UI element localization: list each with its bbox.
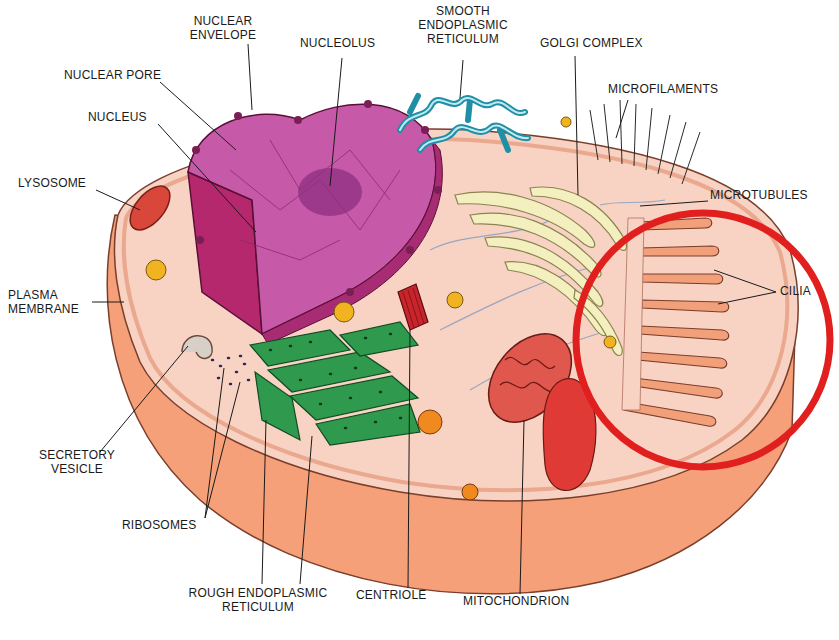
centriole-lines: [403, 288, 424, 328]
part-label: PLASMA MEMBRANE: [8, 288, 94, 316]
plasma-membrane-edge: [124, 139, 787, 490]
part-label: CILIA: [780, 284, 830, 298]
part-label: LYSOSOME: [18, 176, 108, 190]
cilium: [638, 352, 727, 368]
nuclear-pore: [234, 112, 242, 120]
part-label: MITOCHONDRION: [463, 594, 603, 608]
vesicle: [418, 410, 442, 434]
cilium: [642, 274, 723, 284]
leader-line: [92, 44, 776, 594]
nucleus-top: [188, 104, 436, 334]
lysosome: [123, 179, 178, 237]
free-ribosomes: [212, 356, 249, 384]
part-label: GOLGI COMPLEX: [540, 36, 670, 50]
cilium: [642, 300, 729, 312]
vesicle: [462, 484, 478, 500]
ribosome-dots: [270, 334, 401, 428]
vesicle: [146, 260, 166, 280]
cilium: [640, 246, 719, 256]
chromatin: [230, 140, 400, 260]
cilium: [640, 326, 729, 340]
nuclear-pore: [294, 116, 302, 124]
vesicle: [447, 292, 463, 308]
mitochondrion-cristae: [500, 357, 558, 391]
part-label: SECRETORY VESICLE: [34, 448, 120, 476]
part-label: NUCLEAR ENVELOPE: [181, 14, 265, 42]
cilia-base: [622, 218, 644, 410]
part-label: CENTRIOLE: [356, 588, 456, 602]
rough-er-sheet: [255, 372, 300, 440]
centriole: [398, 284, 428, 330]
part-label: RIBOSOMES: [122, 518, 222, 532]
rough-er-sheet: [340, 322, 418, 356]
nuclear-pore: [196, 236, 204, 244]
part-label: SMOOTH ENDOPLASMIC RETICULUM: [414, 4, 512, 46]
part-label: NUCLEOLUS: [300, 36, 400, 50]
cilium: [634, 378, 722, 398]
golgi-cisterna: [530, 187, 627, 250]
part-label: MICROTUBULES: [710, 188, 830, 202]
microtubule: [600, 200, 665, 205]
rough-er: [250, 322, 420, 445]
vesicle: [561, 117, 571, 127]
vesicle: [604, 336, 616, 348]
part-label: NUCLEAR PORE: [64, 68, 174, 82]
microfilament: [590, 100, 700, 184]
part-label: MICROFILAMENTS: [608, 82, 768, 96]
nuclear-pore: [406, 246, 414, 254]
nuclear-pore: [421, 126, 429, 134]
nucleolus: [298, 168, 362, 216]
part-label: ROUGH ENDOPLASMIC RETICULUM: [178, 586, 338, 614]
golgi-complex: [455, 187, 627, 355]
nuclear-pore: [364, 100, 372, 108]
highlight-circle: [576, 213, 830, 467]
rough-er-sheet: [316, 404, 420, 445]
smooth-er: [400, 96, 528, 150]
nuclear-pore: [434, 186, 442, 194]
part-label: NUCLEUS: [88, 110, 178, 124]
vesicle: [334, 302, 354, 322]
nucleus-top: [262, 140, 442, 344]
smooth-er-lumen: [400, 98, 528, 150]
nuclear-pore: [192, 146, 200, 154]
nuclear-pore: [346, 288, 354, 296]
